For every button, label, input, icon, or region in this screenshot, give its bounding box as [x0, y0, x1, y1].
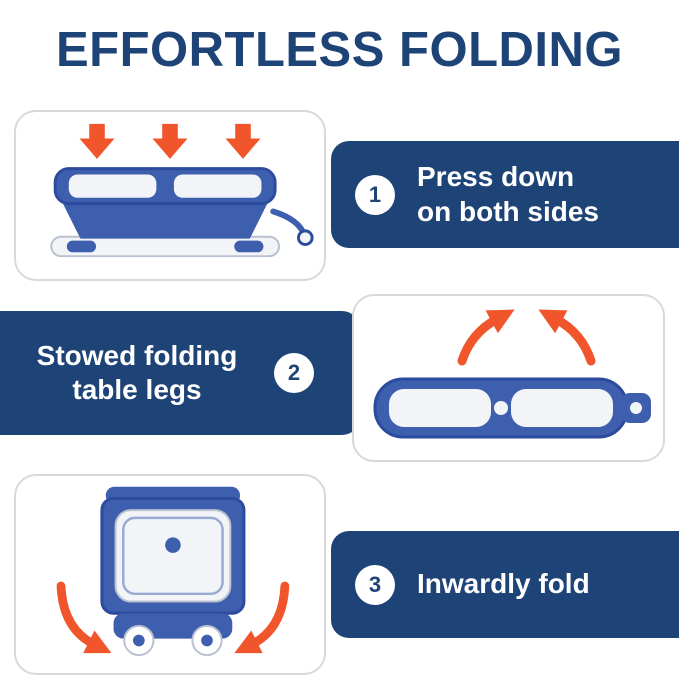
step3-illustration-card	[14, 474, 326, 675]
step1-number: 1	[368, 181, 382, 207]
page-title: EFFORTLESS FOLDING	[55, 23, 624, 77]
step3-number: 3	[368, 571, 382, 597]
curved-arrow-icon	[234, 581, 290, 654]
step3-label-line1: Inwardly fold	[417, 568, 590, 600]
step1-label-line2: on both sides	[417, 195, 599, 227]
step1-banner: 1 Press down on both sides	[331, 141, 679, 248]
tub-folded-flat-illustration	[373, 309, 651, 439]
step2-illustration-card	[352, 294, 665, 462]
curved-arrow-icon	[457, 309, 515, 366]
step2-label-line1: Stowed folding	[36, 339, 238, 371]
down-arrow-icon	[225, 123, 261, 159]
upright-folded-tub-graphic	[100, 486, 246, 657]
down-arrow-icon	[152, 123, 188, 159]
step2-number-badge: 2	[274, 353, 314, 393]
folding-tub-graphic	[50, 166, 314, 257]
step2-label: Stowed folding table legs	[0, 339, 274, 407]
step2-number: 2	[287, 360, 301, 385]
folded-flat-tub-graphic	[373, 377, 651, 439]
step3-banner: 3 Inwardly fold	[331, 531, 679, 638]
handle-graphic	[620, 393, 651, 423]
step2-label-line2: table legs	[72, 374, 202, 405]
step1-label-line1: Press down	[417, 161, 575, 193]
tub-press-down-illustration	[50, 123, 314, 257]
step1-number-badge: 1	[355, 174, 395, 215]
tub-upright-illustration	[56, 486, 290, 657]
step1-label: Press down on both sides	[417, 160, 599, 228]
curved-arrow-icon	[56, 581, 112, 654]
step3-number-badge: 3	[355, 564, 395, 605]
down-arrow-icon	[79, 123, 115, 159]
step3-label: Inwardly fold	[417, 567, 590, 601]
curved-arrow-icon	[537, 309, 595, 366]
step1-illustration-card	[14, 110, 326, 281]
drain-hose-graphic	[270, 208, 308, 238]
step2-banner: Stowed folding table legs 2	[0, 311, 360, 435]
